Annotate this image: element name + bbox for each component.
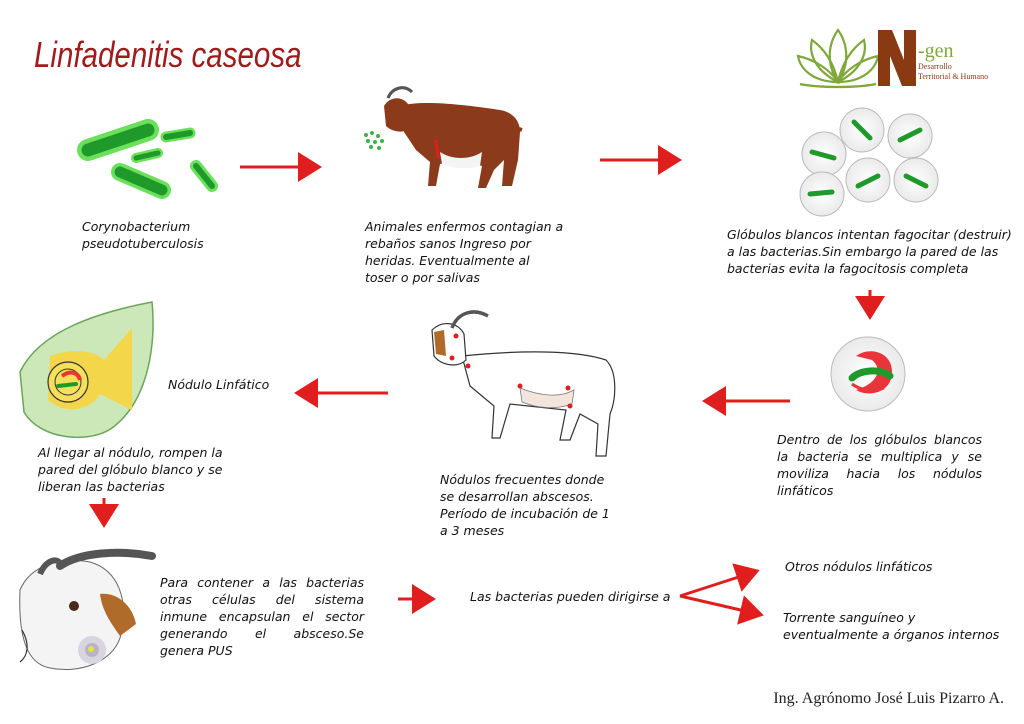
logo bbox=[796, 28, 916, 89]
saliva-droplets-icon bbox=[364, 131, 384, 150]
caption-phagocytosis: Glóbulos blancos intentan fagocitar (des… bbox=[727, 227, 1012, 276]
caption-node-label: Nódulo Linfático bbox=[168, 377, 270, 392]
lymph-node-icon bbox=[19, 301, 154, 439]
logo-text: -gen Desarrollo Territorial & Humano bbox=[918, 40, 1018, 82]
bacteria-cluster-icon bbox=[77, 119, 218, 199]
caption-rupture: Al llegar al nódulo, rompen la pared del… bbox=[38, 445, 223, 494]
caption-spread: Las bacterias pueden dirigirse a bbox=[470, 589, 671, 604]
caption-frequent-nodes: Nódulos frecuentes donde se desarrollan … bbox=[440, 472, 610, 538]
author-signature: Ing. Agrónomo José Luis Pizarro A. bbox=[773, 690, 1004, 707]
caption-bacterium: Corynobacterium pseudotuberculosis bbox=[82, 218, 282, 252]
logo-line2: Territorial & Humano bbox=[918, 72, 989, 81]
sick-goat-icon bbox=[364, 86, 523, 188]
caption-contagion: Animales enfermos contagian a rebaños sa… bbox=[365, 219, 564, 285]
white-goat-icon bbox=[431, 310, 616, 457]
logo-n-icon bbox=[878, 30, 916, 86]
lotus-leaves-icon bbox=[796, 28, 880, 89]
lymph-node-markers-icon bbox=[449, 333, 573, 409]
caption-bacterium-line1: Corynobacterium bbox=[82, 219, 191, 234]
logo-suffix: -gen bbox=[918, 40, 954, 62]
infected-cell-icon bbox=[830, 336, 906, 412]
page-title: Linfadenitis caseosa bbox=[34, 34, 302, 75]
caption-other-nodes: Otros nódulos linfáticos bbox=[785, 559, 933, 574]
caption-multiply: Dentro de los glóbulos blancos la bacter… bbox=[777, 432, 982, 498]
arrow-to-other-nodes bbox=[679, 563, 760, 598]
flow-arrows bbox=[89, 145, 885, 625]
caption-bloodstream: Torrente sanguíneo y eventualmente a órg… bbox=[783, 610, 1000, 642]
white-blood-cells-icon bbox=[799, 107, 939, 217]
arrow-to-bloodstream bbox=[679, 594, 764, 625]
caption-abscess: Para contener a las bacterias otras célu… bbox=[160, 575, 364, 658]
logo-line1: Desarrollo bbox=[918, 62, 952, 71]
caption-bacterium-line2: pseudotuberculosis bbox=[82, 236, 204, 251]
goat-head-abscess-icon bbox=[19, 548, 156, 670]
